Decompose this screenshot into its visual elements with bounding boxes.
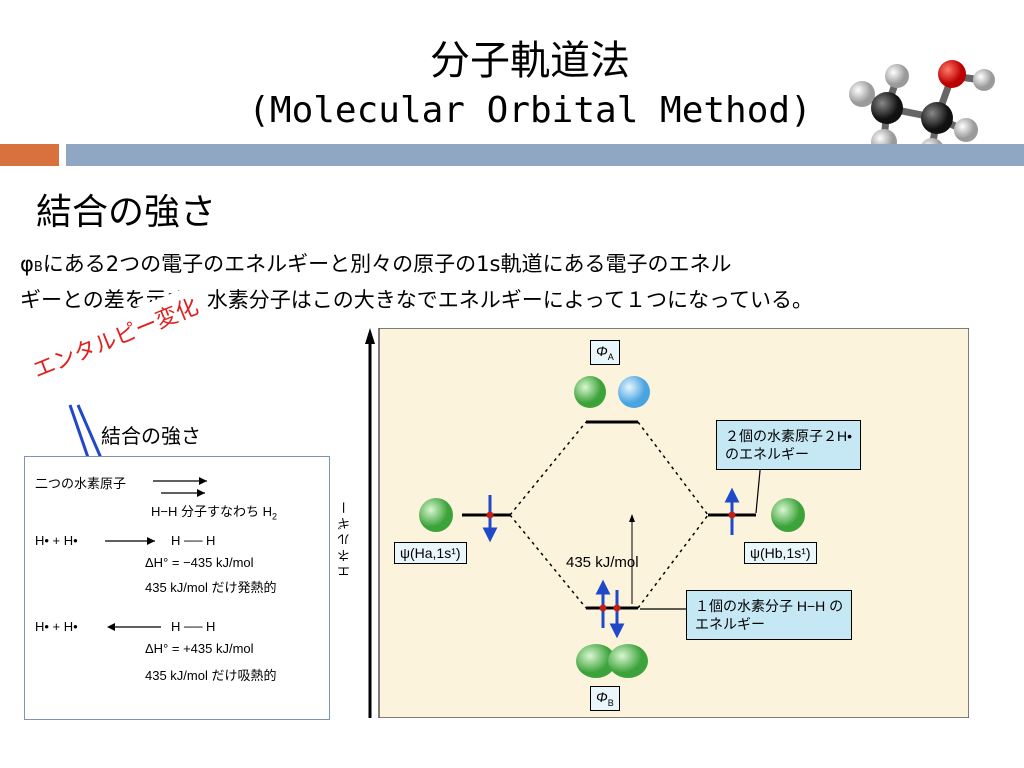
- equation2-right: H ── H: [171, 619, 216, 634]
- delta-h1: ΔH° = −435 kJ/mol: [145, 555, 254, 570]
- equation2-left: H• + H•: [35, 619, 78, 634]
- mo-diagram-graphic: [365, 328, 969, 718]
- psi-b-label: ψ(Hb,1s¹): [744, 542, 817, 564]
- ethanol-molecule-icon: [849, 60, 995, 162]
- energy-axis-label: エネルギー: [338, 498, 353, 578]
- phi-subscript: B: [33, 260, 43, 275]
- equation1-left: H• + H•: [35, 533, 78, 548]
- psi-a-label: ψ(Ha,1s¹): [394, 542, 467, 564]
- exothermic-note: 435 kJ/mol だけ発熱的: [145, 580, 277, 595]
- mo-diagram-panel: ΦA ΦB ψ(Ha,1s¹) ψ(Hb,1s¹) 435 kJ/mol ２個の…: [364, 328, 969, 718]
- bond-strength-label: 結合の強さ: [101, 424, 201, 448]
- thermochemistry-box: 二つの水素原子 H−H 分子すなわち H2 H• + H• H ── H ΔH°…: [24, 456, 330, 720]
- paragraph-line1: にある2つの電子のエネルギーと別々の原子の1s軌道にある電子のエネル: [42, 252, 732, 276]
- accent-bar-orange: [0, 144, 59, 166]
- accent-bar-blue: [66, 144, 1024, 166]
- energy-gap-label: 435 kJ/mol: [566, 554, 639, 571]
- molecule-energy-callout: １個の水素分子 H−H の エネルギー: [686, 590, 853, 640]
- phi-b-label: ΦB: [590, 686, 620, 711]
- phi-symbol: φ: [20, 252, 34, 276]
- two-hydrogen-atoms-label: 二つの水素原子: [35, 476, 127, 491]
- h2-molecule-label: H−H 分子すなわち H2: [151, 504, 277, 522]
- section-heading: 結合の強さ: [36, 192, 217, 233]
- endothermic-note: 435 kJ/mol だけ吸熱的: [145, 668, 277, 683]
- atoms-energy-callout: ２個の水素原子２H• のエネルギー: [716, 420, 862, 470]
- slide-title: 分子軌道法: [430, 38, 630, 84]
- delta-h2: ΔH° = +435 kJ/mol: [145, 641, 254, 656]
- reaction-arrows: [105, 477, 207, 631]
- phi-a-label: ΦA: [590, 340, 620, 365]
- equation1-right: H ── H: [171, 533, 216, 548]
- slide-subtitle: (Molecular Orbital Method): [248, 90, 812, 131]
